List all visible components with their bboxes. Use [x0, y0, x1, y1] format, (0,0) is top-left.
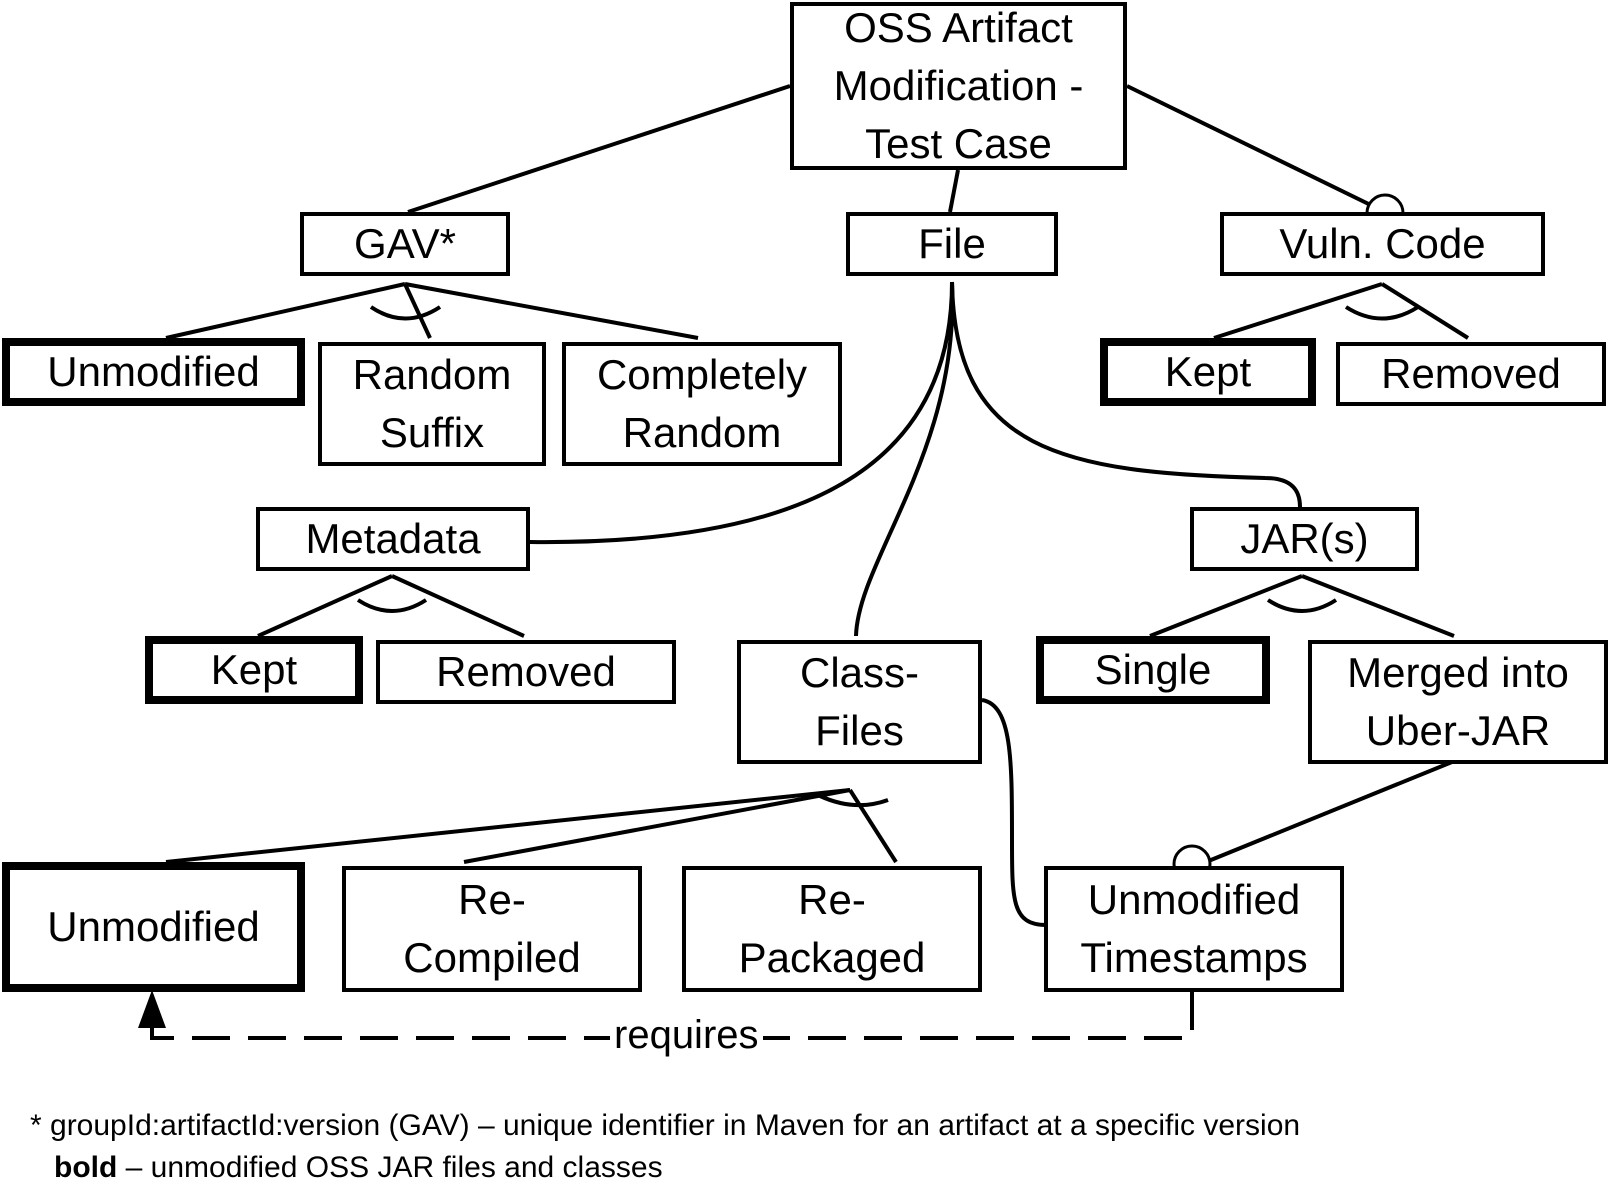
edge-file-jars: [950, 281, 1302, 508]
alt-arc-gav: [369, 305, 442, 321]
node-vuln-kept: Kept: [1100, 338, 1316, 406]
node-root: OSS Artifact Modification - Test Case: [790, 2, 1127, 170]
node-cf-recompiled: Re- Compiled: [342, 866, 642, 992]
node-metadata: Metadata: [256, 507, 530, 571]
edge-merged-timestamps: [1205, 760, 1453, 864]
alt-arc-metadata: [356, 598, 428, 613]
node-gav-random-suffix: Random Suffix: [318, 342, 546, 466]
requires-arrowhead: [138, 990, 166, 1028]
node-vuln-removed: Removed: [1336, 342, 1606, 406]
node-cf-repackaged: Re- Packaged: [682, 866, 982, 992]
footnote-gav: * groupId:artifactId:version (GAV) – uni…: [30, 1106, 1300, 1146]
node-file: File: [846, 212, 1058, 276]
edge-classfiles-timestamps: [981, 698, 1047, 927]
node-jar-merged: Merged into Uber-JAR: [1308, 640, 1608, 764]
edge-root-gav: [407, 84, 791, 214]
node-class-files: Class- Files: [737, 640, 982, 764]
node-gav-completely-random: Completely Random: [562, 342, 842, 466]
node-vuln-code: Vuln. Code: [1220, 212, 1545, 276]
alt-arc-vuln: [1344, 305, 1420, 321]
node-gav-unmodified: Unmodified: [2, 338, 305, 406]
node-meta-removed: Removed: [376, 640, 676, 704]
edge-file-classfiles: [854, 281, 955, 637]
node-meta-kept: Kept: [145, 636, 363, 704]
edge-root-file: [948, 169, 960, 213]
node-unmodified-timestamps: Unmodified Timestamps: [1044, 866, 1344, 992]
alt-arc-classfiles: [819, 794, 889, 808]
requires-label: requires: [610, 1012, 763, 1058]
footnote-gav-text: * groupId:artifactId:version (GAV) – uni…: [30, 1109, 1301, 1142]
footnote-bold-word: bold: [54, 1151, 118, 1184]
node-cf-unmodified: Unmodified: [2, 862, 305, 992]
footnote-bold-text: – unmodified OSS JAR files and classes: [117, 1151, 663, 1184]
node-gav: GAV*: [300, 212, 510, 276]
alt-arc-jars: [1266, 598, 1338, 613]
node-jars: JAR(s): [1190, 507, 1419, 571]
edge-root-vuln: [1126, 84, 1386, 214]
footnote-bold: bold – unmodified OSS JAR files and clas…: [54, 1148, 663, 1188]
node-jar-single: Single: [1036, 636, 1270, 704]
edge-file-metadata: [529, 281, 954, 545]
